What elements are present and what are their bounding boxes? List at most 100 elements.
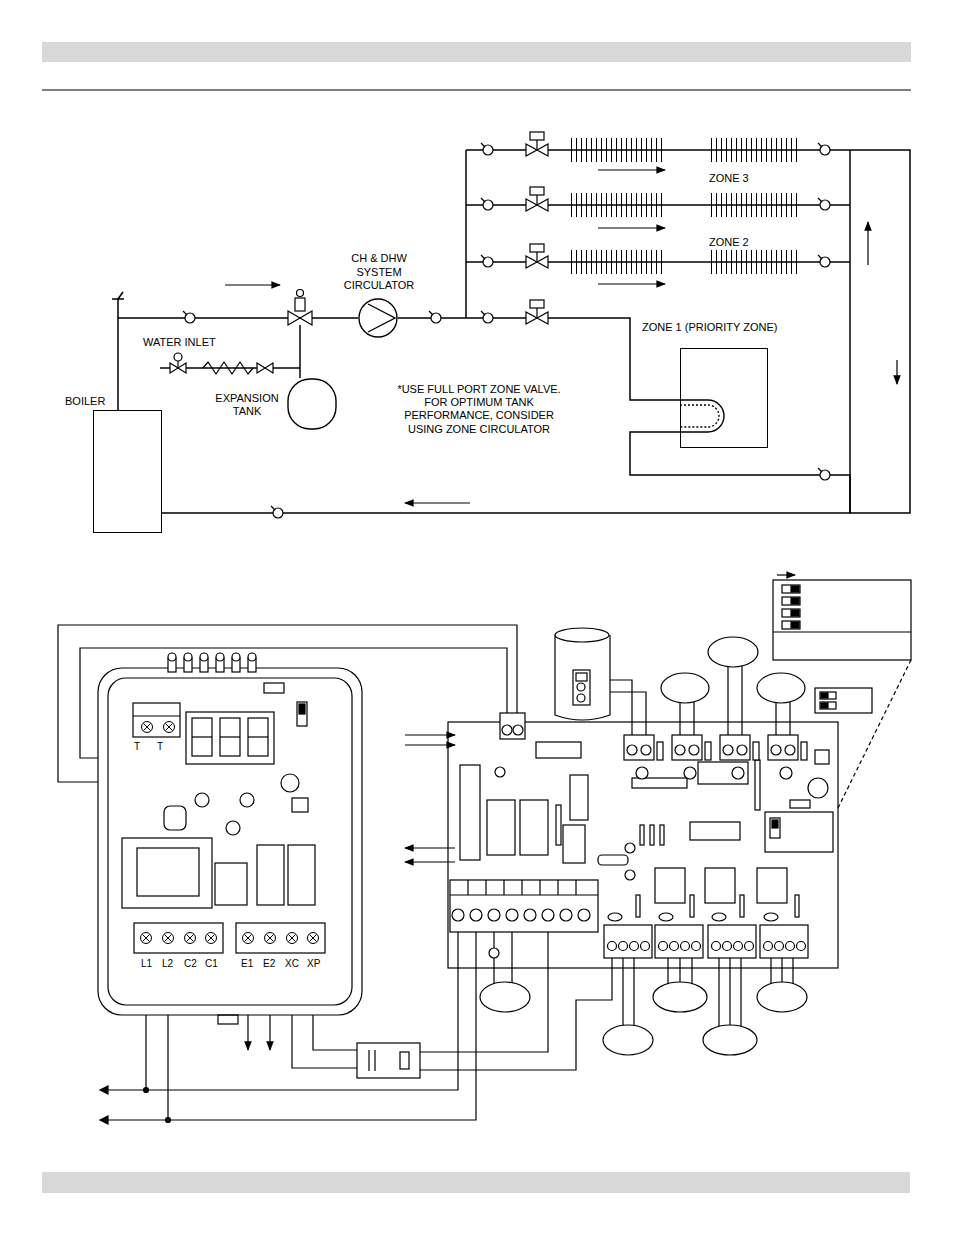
boiler-control — [232, 658, 240, 672]
zone-control-board — [768, 735, 798, 760]
zone-control-board — [660, 825, 664, 845]
zone-control-board — [450, 880, 598, 932]
wiring — [292, 944, 357, 1068]
terminal-label: T — [133, 741, 141, 753]
zone-control-board — [636, 895, 640, 917]
indirect-tank — [555, 635, 610, 720]
wiring — [405, 744, 455, 745]
indirect-tank — [577, 694, 585, 702]
zone-control-board — [659, 942, 668, 951]
relay-capacitor — [374, 1050, 375, 1071]
piping — [598, 283, 665, 284]
zone-control-board — [448, 722, 838, 968]
dip-switch-detail — [773, 631, 911, 632]
boiler-control — [134, 923, 223, 953]
zone-control-board — [542, 909, 554, 921]
boiler-control — [232, 653, 240, 661]
boiler-control — [168, 658, 176, 672]
zone-control-board — [557, 880, 558, 895]
piping — [465, 150, 467, 318]
terminal-screw — [141, 722, 319, 944]
boiler-control — [137, 848, 199, 896]
zone-control-board — [705, 868, 735, 903]
heat-coil — [680, 400, 724, 432]
boiler-control — [216, 658, 224, 672]
zone-control-board — [485, 880, 486, 895]
zone-control-board — [450, 894, 598, 895]
boiler-control — [200, 658, 208, 672]
zone-label: ZONE 2 — [708, 236, 750, 249]
zone-device-oval — [708, 637, 758, 667]
dip-switch-detail — [791, 610, 799, 616]
piping — [481, 311, 493, 323]
piping — [466, 204, 850, 206]
piping — [570, 138, 665, 162]
zone-control-board — [604, 925, 652, 958]
boiler-control — [122, 838, 212, 908]
boiler-control — [248, 653, 256, 661]
zone-control-board — [808, 778, 828, 798]
circulator-pump-outline — [359, 299, 397, 337]
dip-switch-detail — [820, 702, 836, 709]
piping — [818, 198, 830, 210]
boiler-control — [133, 703, 180, 737]
wiring — [80, 648, 507, 758]
zone-control-board — [764, 913, 778, 921]
relay-capacitor — [400, 1052, 409, 1069]
relay-capacitor — [100, 1043, 420, 1124]
indirect-tank-zone-outline — [680, 348, 768, 448]
dip-switch-detail — [821, 693, 828, 698]
dip-switch-detail — [773, 580, 911, 660]
indirect-tank-zone: ZONE 1 (PRIORITY ZONE) — [680, 348, 768, 448]
boiler-control — [288, 845, 315, 905]
wiring — [405, 847, 455, 848]
piping — [818, 143, 830, 155]
zone-control-board — [506, 909, 518, 921]
zone-control-board — [488, 909, 500, 921]
zone-control-board — [448, 713, 838, 968]
wiring — [680, 688, 694, 750]
indirect-tank — [576, 673, 587, 681]
wiring — [58, 625, 911, 1120]
piping — [818, 255, 830, 267]
relay-capacitor — [368, 1050, 369, 1071]
piping — [225, 284, 280, 285]
zone-control-board — [692, 942, 701, 951]
piping — [160, 367, 300, 369]
expansion-tank-outline — [287, 378, 337, 430]
zone-control-board — [560, 909, 572, 921]
zone-control-board — [655, 925, 703, 958]
zone-control-board — [705, 742, 711, 760]
zone-control-board — [650, 825, 654, 845]
dip-switch-detail — [820, 692, 836, 699]
boiler-control — [98, 668, 362, 1015]
wiring — [494, 921, 512, 997]
boiler-control — [108, 678, 352, 1005]
dip-switch-detail — [782, 585, 800, 593]
piping — [177, 361, 178, 368]
terminal-screw — [308, 933, 319, 944]
dip-switch-detail — [821, 703, 828, 708]
wiring — [146, 944, 168, 1120]
zone-control-board — [785, 745, 795, 755]
boiler-control — [248, 736, 268, 737]
zone-control-board — [536, 742, 581, 758]
zone-control-board — [723, 942, 732, 951]
page-band — [42, 42, 911, 62]
terminal-screw — [141, 933, 152, 944]
boiler-control — [240, 793, 254, 807]
boiler-control — [195, 793, 209, 807]
dip-switch-detail — [815, 688, 872, 713]
boiler-control — [220, 718, 240, 756]
wiring — [728, 652, 742, 750]
zone-control-board — [734, 942, 743, 951]
zone-control-board — [770, 818, 780, 838]
piping — [466, 261, 850, 263]
piping — [570, 193, 665, 217]
zone-device-oval — [703, 1025, 757, 1055]
zone-control-board — [608, 942, 617, 951]
wiring — [100, 921, 476, 1120]
boiler-control — [257, 845, 284, 905]
circulator-pump-outline — [358, 298, 398, 338]
tank-shell — [288, 379, 336, 429]
